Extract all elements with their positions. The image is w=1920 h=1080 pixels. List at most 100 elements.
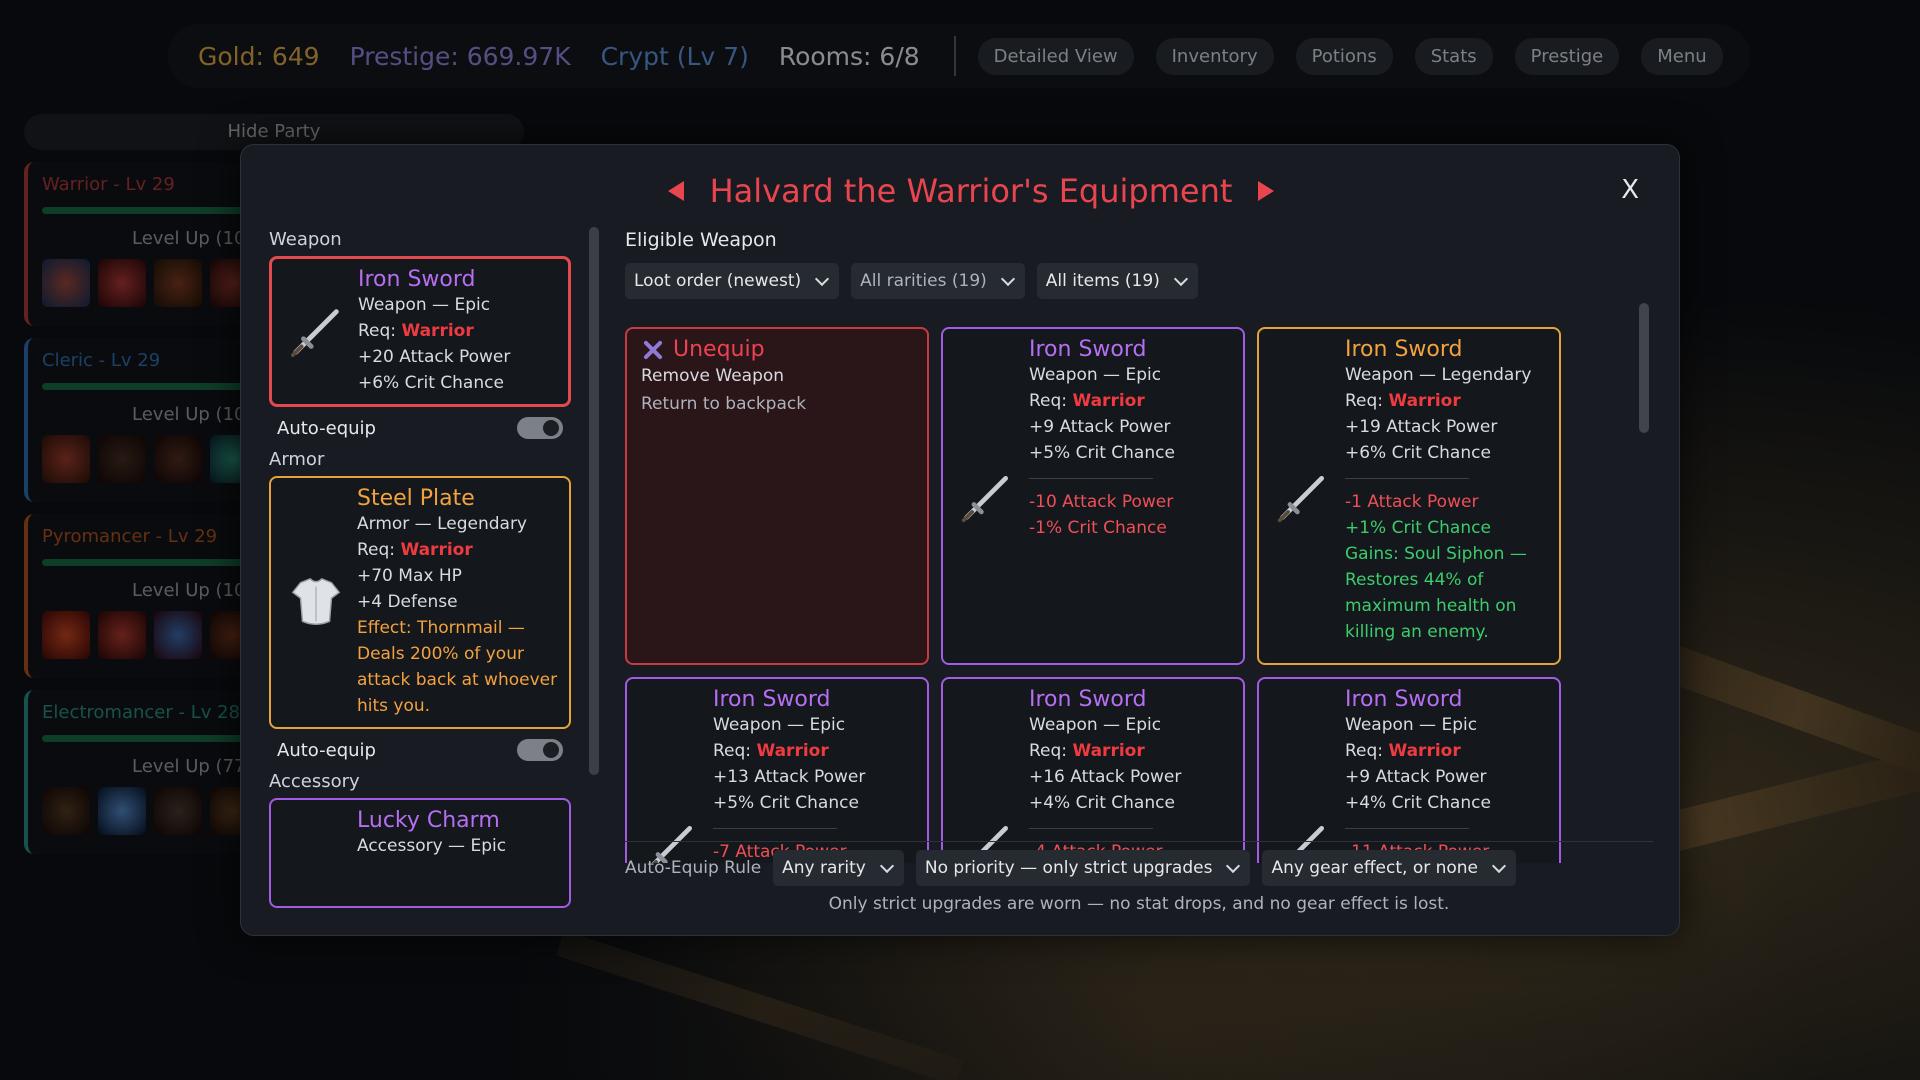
- skill-bar: [42, 435, 510, 483]
- item-stat: +6% Crit Chance: [358, 373, 504, 393]
- x-icon: [641, 338, 665, 362]
- skill-icon[interactable]: [42, 435, 90, 483]
- toggle-knob: [543, 420, 559, 436]
- item-type: Weapon — Epic: [1345, 715, 1478, 735]
- skill-icon[interactable]: [42, 611, 90, 659]
- req-label: Req:: [358, 321, 402, 341]
- divider: [1029, 478, 1153, 479]
- item-stat: +70 Max HP: [357, 566, 462, 586]
- level-up-button[interactable]: Level Up (100: [132, 580, 257, 601]
- item-stat: +19 Attack Power: [1345, 417, 1498, 437]
- unequip-title: Unequip: [673, 337, 765, 362]
- item-filter-dropdown[interactable]: All items (19): [1036, 263, 1198, 299]
- close-button[interactable]: X: [1621, 175, 1639, 205]
- accessory-slot-label: Accessory: [269, 771, 360, 792]
- item-stat: +13 Attack Power: [713, 767, 866, 787]
- skill-icon[interactable]: [98, 611, 146, 659]
- weapon-auto-equip-toggle[interactable]: [517, 417, 563, 439]
- skill-icon[interactable]: [98, 259, 146, 307]
- item-card[interactable]: Iron Sword Weapon — Epic Req: Warrior +9…: [1257, 677, 1561, 863]
- item-effect: Effect: Thornmail — Deals 200% of your a…: [357, 618, 558, 716]
- item-card[interactable]: Iron Sword Weapon — Epic Req: Warrior +1…: [941, 677, 1245, 863]
- stat-diff: +1% Crit Chance: [1345, 518, 1491, 538]
- rule-priority-value: No priority — only strict upgrades: [924, 858, 1213, 878]
- req-class: Warrior: [1388, 391, 1461, 411]
- item-stat: +9 Attack Power: [1345, 767, 1487, 787]
- potions-button[interactable]: Potions: [1295, 37, 1393, 75]
- divider: [1345, 828, 1469, 829]
- modal-header: Halvard the Warrior's Equipment: [667, 169, 1275, 213]
- item-stat: +4% Crit Chance: [1345, 793, 1491, 813]
- modal-title: Halvard the Warrior's Equipment: [709, 172, 1233, 210]
- prestige-button[interactable]: Prestige: [1514, 37, 1620, 75]
- weapon-auto-equip-row: Auto-equip: [277, 417, 563, 439]
- rule-rarity-dropdown[interactable]: Any rarity: [773, 850, 904, 886]
- skill-icon[interactable]: [42, 787, 90, 835]
- detailed-view-button[interactable]: Detailed View: [977, 37, 1134, 75]
- eligible-title: Eligible Weapon: [625, 229, 777, 251]
- equipped-weapon-card[interactable]: Iron Sword Weapon — Epic Req: Warrior +2…: [269, 256, 571, 407]
- item-card[interactable]: Iron Sword Weapon — Epic Req: Warrior +9…: [941, 327, 1245, 665]
- item-type: Weapon — Epic: [358, 295, 491, 315]
- rule-rarity-value: Any rarity: [782, 858, 866, 878]
- req-class: Warrior: [400, 540, 473, 560]
- unequip-line: Remove Weapon: [641, 366, 785, 386]
- party-member-name: Electromancer - Lv 28: [42, 702, 241, 723]
- item-requirement: Req: Warrior: [358, 318, 558, 344]
- item-card[interactable]: Iron Sword Weapon — Epic Req: Warrior +1…: [625, 677, 929, 863]
- left-column-scrollbar[interactable]: [589, 227, 599, 775]
- menu-button[interactable]: Menu: [1641, 37, 1723, 75]
- req-label: Req:: [1029, 391, 1073, 411]
- stat-diff: -1 Attack Power: [1345, 492, 1479, 512]
- item-stat: +4 Defense: [357, 592, 458, 612]
- rule-priority-dropdown[interactable]: No priority — only strict upgrades: [915, 850, 1251, 886]
- item-name: Iron Sword: [1029, 337, 1147, 362]
- item-name: Iron Sword: [358, 267, 476, 292]
- level-up-button[interactable]: Level Up (100: [132, 228, 257, 249]
- auto-equip-rule-label: Auto-Equip Rule: [625, 858, 762, 878]
- topbar-divider: [953, 36, 956, 76]
- skill-icon[interactable]: [154, 611, 202, 659]
- previous-hero-arrow-icon[interactable]: [667, 181, 684, 201]
- rarity-filter-dropdown[interactable]: All rarities (19): [851, 263, 1025, 299]
- divider: [713, 828, 837, 829]
- item-grid-scrollbar[interactable]: [1639, 303, 1649, 433]
- floor-plank: [555, 930, 964, 1080]
- armor-slot-label: Armor: [269, 449, 325, 470]
- equipped-armor-card[interactable]: Steel Plate Armor — Legendary Req: Warri…: [269, 476, 571, 729]
- rarity-filter-value: All rarities (19): [860, 271, 987, 291]
- unequip-card[interactable]: Unequip Remove Weapon Return to backpack: [625, 327, 929, 665]
- chevron-down-icon: [1173, 271, 1188, 287]
- item-name: Iron Sword: [1345, 337, 1463, 362]
- item-card[interactable]: Iron Sword Weapon — Legendary Req: Warri…: [1257, 327, 1561, 665]
- divider: [1029, 828, 1153, 829]
- level-up-button[interactable]: Level Up (77: [132, 756, 246, 777]
- armor-auto-equip-toggle[interactable]: [517, 739, 563, 761]
- item-requirement: Req: Warrior: [1029, 738, 1233, 764]
- inventory-button[interactable]: Inventory: [1155, 37, 1274, 75]
- rule-effect-dropdown[interactable]: Any gear effect, or none: [1262, 850, 1517, 886]
- item-type: Accessory — Epic: [357, 836, 507, 856]
- eligible-items-panel: Eligible Weapon Loot order (newest) All …: [625, 229, 1625, 863]
- toggle-knob: [543, 742, 559, 758]
- skill-icon[interactable]: [98, 787, 146, 835]
- scrollbar-thumb[interactable]: [589, 227, 599, 775]
- filter-bar: Loot order (newest) All rarities (19) Al…: [625, 263, 1625, 299]
- equipped-accessory-card[interactable]: Lucky Charm Accessory — Epic: [269, 798, 571, 908]
- party-member-name: Pyromancer - Lv 29: [42, 526, 218, 547]
- divider: [1345, 478, 1469, 479]
- weapon-slot-label: Weapon: [269, 229, 342, 250]
- skill-icon[interactable]: [154, 259, 202, 307]
- equipment-modal: Halvard the Warrior's Equipment X Weapon…: [240, 144, 1680, 936]
- skill-icon[interactable]: [42, 259, 90, 307]
- skill-icon[interactable]: [154, 435, 202, 483]
- skill-icon[interactable]: [98, 435, 146, 483]
- skill-icon[interactable]: [154, 787, 202, 835]
- item-type: Armor — Legendary: [357, 514, 527, 534]
- sort-dropdown[interactable]: Loot order (newest): [625, 263, 840, 299]
- stats-button[interactable]: Stats: [1414, 37, 1493, 75]
- next-hero-arrow-icon[interactable]: [1258, 181, 1275, 201]
- item-type: Weapon — Legendary: [1345, 365, 1532, 385]
- equipped-gear-column: Weapon Iron Sword Weapon — Epic Req: War…: [269, 229, 571, 919]
- level-up-button[interactable]: Level Up (100: [132, 404, 257, 425]
